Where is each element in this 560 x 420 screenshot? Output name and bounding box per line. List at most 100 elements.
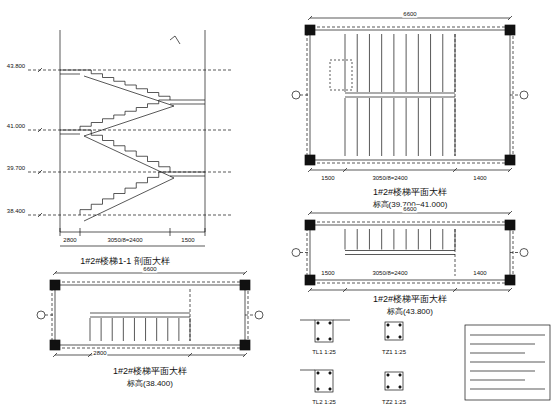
draft-line xyxy=(453,168,457,172)
detail-label: TL1 1:25 xyxy=(311,349,337,356)
outline xyxy=(315,370,333,392)
draft-line xyxy=(38,128,42,132)
rebar-dot xyxy=(317,388,319,390)
rebar-dot xyxy=(399,386,401,388)
column xyxy=(505,275,515,285)
draft-line xyxy=(60,130,80,131)
stair-flight xyxy=(80,172,170,215)
dimension: 1500 xyxy=(320,270,335,277)
column xyxy=(305,275,315,285)
draft-line xyxy=(453,288,457,292)
draft-line xyxy=(510,95,520,96)
dimension: 1500 xyxy=(320,175,335,182)
dimension: 43.800 xyxy=(6,63,26,70)
draft-line xyxy=(28,172,232,173)
draft-line xyxy=(53,353,57,357)
detail-label: TZ2 1:25 xyxy=(381,399,407,406)
draft-line xyxy=(406,229,407,250)
draft-line xyxy=(170,36,175,40)
rebar-dot xyxy=(329,388,331,390)
draft-line xyxy=(308,211,312,215)
outline xyxy=(310,225,510,280)
draft-line xyxy=(310,170,510,171)
rebar-dot xyxy=(387,324,389,326)
drawing-title: 标高(43.800) xyxy=(386,308,434,317)
draft-line xyxy=(343,288,347,292)
rebar-dot xyxy=(399,336,401,338)
draft-line xyxy=(470,335,545,336)
draft-line xyxy=(333,320,350,321)
rebar-dot xyxy=(387,336,389,338)
draft-line xyxy=(430,98,431,156)
linework xyxy=(28,16,550,400)
draft-line xyxy=(455,34,456,92)
draft-line xyxy=(300,370,315,371)
draft-line xyxy=(60,246,205,247)
rebar-dot xyxy=(329,372,331,374)
outline xyxy=(307,27,513,163)
draft-line xyxy=(170,172,205,173)
draft-line xyxy=(170,104,205,105)
draft-line xyxy=(470,380,525,381)
dimension: 2800 xyxy=(62,237,77,244)
draft-line xyxy=(90,317,190,318)
draft-line xyxy=(84,76,174,106)
draft-line xyxy=(345,229,346,250)
draft-line xyxy=(381,98,382,156)
draft-line xyxy=(308,288,312,292)
draft-line xyxy=(80,228,81,236)
outline xyxy=(465,325,550,400)
dimension: 3050/8=2400 xyxy=(371,270,408,277)
column xyxy=(305,220,315,230)
dimension: 1400 xyxy=(472,175,487,182)
draft-line xyxy=(190,289,191,341)
draft-line xyxy=(300,95,310,96)
outline xyxy=(385,372,403,390)
draft-line xyxy=(170,100,205,101)
draft-line xyxy=(345,93,455,94)
rebar-dot xyxy=(317,322,319,324)
draft-line xyxy=(28,70,232,71)
column xyxy=(240,340,250,350)
draft-line xyxy=(134,318,135,341)
draft-line xyxy=(90,318,91,341)
stair-flight xyxy=(80,100,170,130)
draft-line xyxy=(310,18,510,19)
draft-line xyxy=(406,98,407,156)
rebar-dot xyxy=(317,372,319,374)
dimension: 1500 xyxy=(180,237,195,244)
draft-line xyxy=(455,229,456,276)
draft-line xyxy=(112,318,113,341)
outline xyxy=(315,320,333,342)
draft-line xyxy=(308,16,312,20)
draft-line xyxy=(60,228,61,236)
draft-line xyxy=(508,16,512,20)
column xyxy=(505,25,515,35)
draft-line xyxy=(84,136,174,178)
draft-line xyxy=(470,371,535,372)
axis-bubble xyxy=(292,249,300,257)
draft-line xyxy=(381,229,382,250)
drawing-title: 1#2#楼梯平面大样 xyxy=(372,188,448,198)
rebar-dot xyxy=(329,322,331,324)
draft-line xyxy=(188,353,192,357)
drawing-title: 标高(38.400) xyxy=(126,380,174,389)
draft-line xyxy=(381,34,382,92)
draft-line xyxy=(418,98,419,156)
draft-line xyxy=(205,228,206,236)
draft-line xyxy=(145,318,146,341)
draft-line xyxy=(393,34,394,92)
draft-line xyxy=(369,34,370,92)
dimension: 3050/8=2400 xyxy=(371,175,408,182)
outline xyxy=(330,60,352,90)
draft-line xyxy=(300,320,315,321)
axis-bubble xyxy=(292,91,300,99)
draft-line xyxy=(357,229,358,250)
draft-line xyxy=(243,271,247,275)
outline xyxy=(310,30,510,160)
draft-line xyxy=(310,213,510,214)
draft-line xyxy=(455,34,456,156)
dimension: 38.400 xyxy=(6,208,26,215)
column xyxy=(50,340,60,350)
